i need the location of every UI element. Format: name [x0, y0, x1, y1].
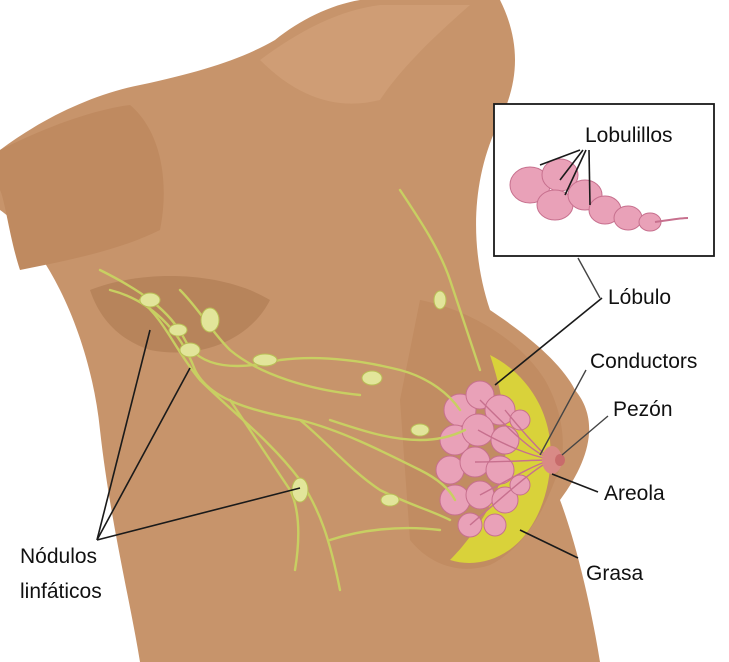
label-grasa: Grasa	[586, 562, 644, 585]
label-areola: Areola	[604, 482, 665, 505]
label-pezon: Pezón	[613, 398, 673, 421]
nipple-shape	[555, 454, 565, 466]
label-conductors: Conductors	[590, 350, 697, 373]
label-lobulo: Lóbulo	[608, 286, 671, 309]
label-lobulillos: Lobulillos	[585, 124, 673, 147]
label-nodulos-line1: Nódulos	[20, 545, 97, 568]
label-nodulos-line2: linfáticos	[20, 580, 102, 603]
